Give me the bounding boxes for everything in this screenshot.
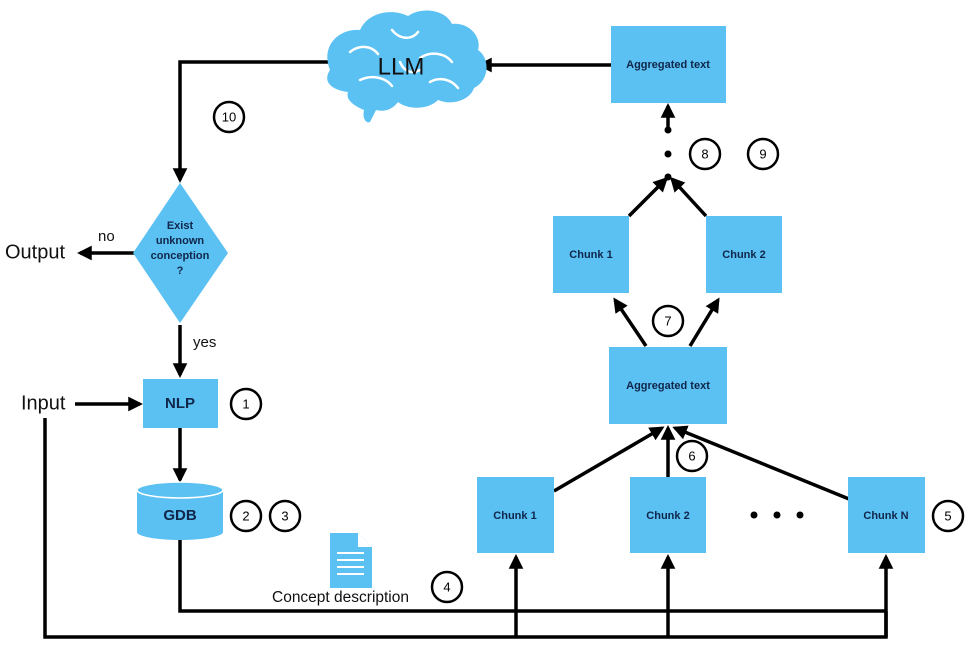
database-icon: [136, 481, 224, 540]
svg-text:9: 9: [759, 147, 766, 162]
decision-line-4: ?: [177, 265, 184, 277]
step-badge-3: 3: [268, 499, 302, 533]
aggregated-top-label: Aggregated text: [626, 59, 710, 71]
edges: [43, 57, 894, 639]
step-badge-4: 4: [430, 570, 464, 604]
mid-chunk-2-label: Chunk 2: [722, 249, 765, 261]
edge-llm-to-decision: [172, 60, 330, 183]
mid-chunk-2: Chunk 2: [706, 216, 782, 293]
svg-text:1: 1: [242, 397, 249, 412]
decision-line-1: Exist: [167, 220, 194, 232]
step-badge-8: 8: [688, 137, 722, 171]
bottom-chunk-n-label: Chunk N: [863, 510, 908, 522]
svg-text:2: 2: [242, 509, 249, 524]
gdb-label: GDB: [163, 507, 197, 524]
svg-text:4: 4: [443, 580, 450, 595]
decision-diamond: [133, 183, 228, 323]
step-badge-5: 5: [931, 499, 965, 533]
continuation-dot: [664, 126, 672, 134]
mid-chunk-1: Chunk 1: [553, 216, 629, 293]
svg-text:3: 3: [281, 509, 288, 524]
document-icon: [330, 533, 372, 588]
edge-mid-chunk-2-up: [670, 176, 708, 218]
bottom-chunk-2: Chunk 2: [630, 477, 706, 553]
output-label: Output: [5, 241, 65, 263]
svg-text:5: 5: [944, 509, 951, 524]
llm-label: LLM: [378, 53, 425, 80]
nlp-node: NLP: [143, 379, 218, 428]
svg-text:10: 10: [222, 110, 236, 125]
decision-node: Exist unknown conception ?: [133, 183, 228, 323]
gdb-node: GDB: [136, 481, 224, 540]
decision-line-2: unknown: [156, 235, 205, 247]
edge-aggregated-to-mid-chunk-1: [613, 297, 648, 347]
edge-mid-chunk-1-up: [627, 176, 669, 218]
svg-text:8: 8: [701, 147, 708, 162]
edge-gdb-concept-bus: [178, 540, 886, 613]
aggregated-text-top: Aggregated text: [611, 26, 726, 103]
bottom-chunk-2-label: Chunk 2: [646, 510, 689, 522]
ellipsis-dot: [750, 511, 758, 519]
ellipsis-dot: [796, 511, 804, 519]
svg-text:6: 6: [688, 449, 695, 464]
bottom-chunk-1-label: Chunk 1: [493, 510, 536, 522]
concept-document: Concept description: [272, 533, 409, 606]
decision-line-3: conception: [151, 250, 210, 262]
step-badge-7: 7: [651, 304, 685, 338]
edge-aggregated-to-mid-chunk-2: [688, 297, 720, 347]
continuation-dot: [664, 173, 672, 181]
step-badge-6: 6: [675, 439, 709, 473]
continuation-dot: [664, 150, 672, 158]
brain-icon: [327, 10, 487, 123]
edge-chunk-n-to-aggregated: [672, 425, 850, 501]
svg-text:7: 7: [664, 314, 671, 329]
bottom-chunk-n: Chunk N: [848, 477, 925, 553]
step-badge-1: 1: [229, 387, 263, 421]
aggregated-mid-label: Aggregated text: [626, 380, 710, 392]
llm-node: LLM: [327, 10, 487, 123]
yes-label: yes: [193, 334, 216, 351]
nlp-label: NLP: [165, 395, 195, 412]
mid-chunk-1-label: Chunk 1: [569, 249, 612, 261]
bottom-chunk-1: Chunk 1: [477, 477, 554, 553]
no-label: no: [98, 228, 115, 245]
ellipsis-dot: [773, 511, 781, 519]
step-badge-2: 2: [229, 499, 263, 533]
input-label: Input: [21, 392, 66, 414]
aggregated-text-mid: Aggregated text: [609, 347, 727, 424]
step-badge-10: 10: [212, 100, 246, 134]
concept-description-label: Concept description: [272, 589, 409, 606]
step-badge-9: 9: [746, 137, 780, 171]
edge-chunk-1-to-aggregated: [553, 426, 665, 493]
